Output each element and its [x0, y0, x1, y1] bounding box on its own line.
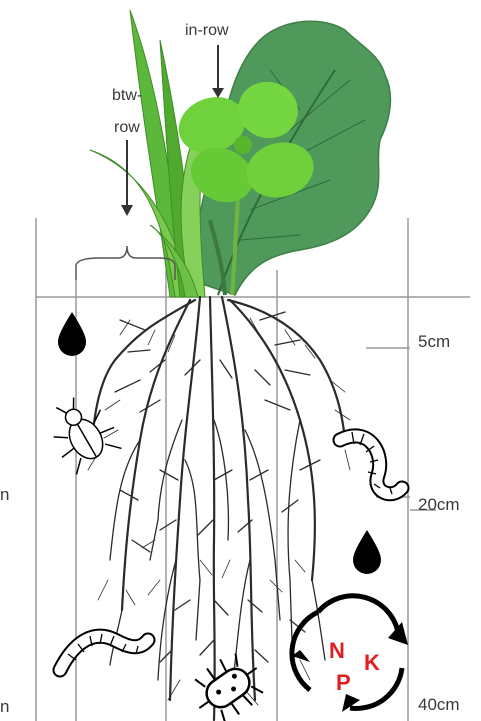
water-drop-icon: [58, 312, 86, 356]
bacterium-icon: [183, 645, 272, 721]
nutrient-p-label: P: [336, 670, 351, 695]
left-cut-label-20: n: [0, 485, 9, 504]
btw-row-label-line1: btw-: [112, 87, 142, 104]
nutrient-cycle-icon: N K P: [292, 596, 408, 712]
in-row-label: in-row: [185, 22, 229, 39]
water-drop-icon: [353, 530, 381, 574]
beetle-icon: [39, 388, 125, 477]
btw-row-brace: [76, 246, 175, 280]
left-cut-label-40: n: [0, 697, 9, 716]
depth-label-40cm: 40cm: [418, 695, 460, 714]
depth-label-20cm: 20cm: [418, 495, 460, 514]
arrow-head-icon: [121, 205, 133, 216]
earthworm-icon: [60, 634, 148, 670]
grass-plant: [90, 10, 210, 297]
depth-label-5cm: 5cm: [418, 332, 450, 351]
nutrient-n-label: N: [329, 638, 345, 663]
root-system: [88, 297, 350, 720]
earthworm-icon: [340, 432, 402, 494]
arrow-head-icon: [212, 88, 224, 98]
nutrient-k-label: K: [364, 650, 380, 675]
clover-center: [234, 136, 252, 154]
btw-row-label-line2: row: [114, 119, 140, 136]
